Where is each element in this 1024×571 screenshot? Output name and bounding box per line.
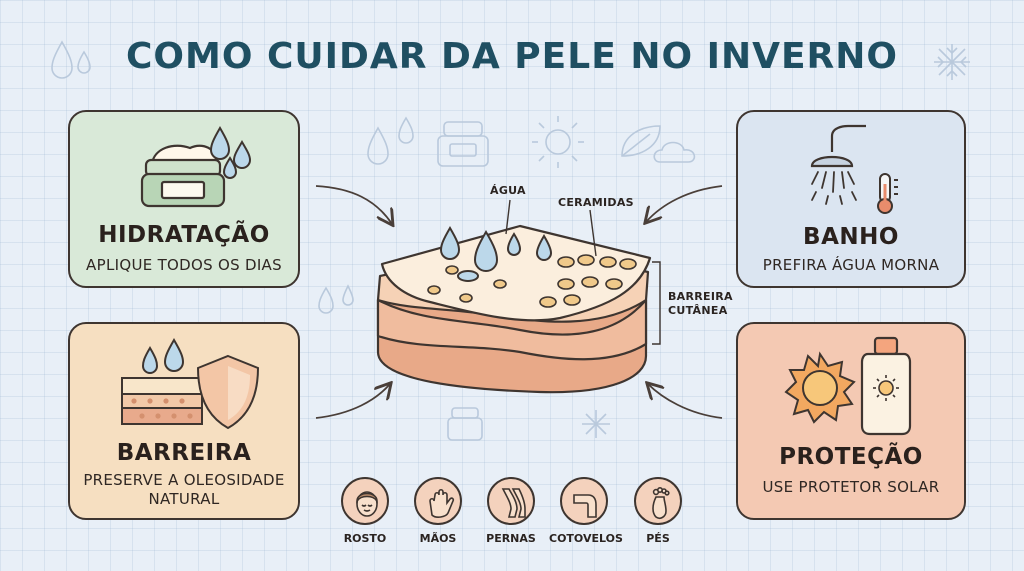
body-label-pernas: PERNAS <box>486 532 536 545</box>
card-title: BANHO <box>803 224 899 250</box>
arrow-hidratacao <box>315 185 392 224</box>
legs-icon <box>501 488 526 518</box>
water-drop-icon <box>141 346 159 374</box>
thermometer-icon <box>877 173 898 214</box>
bg-drop-icon <box>318 286 334 314</box>
card-subtitle-line1: PRESERVE A OLEOSIDADE <box>83 471 285 489</box>
water-drop-icon <box>232 140 252 169</box>
hand-icon <box>429 488 455 518</box>
cream-jar-icon <box>140 126 252 208</box>
card-barreira: BARREIRA PRESERVE A OLEOSIDADE NATURAL <box>68 322 300 520</box>
label-agua: ÁGUA <box>490 184 526 197</box>
card-title: PROTEÇÃO <box>779 444 923 470</box>
card-banho: BANHO PREFIRA ÁGUA MORNA <box>736 110 966 288</box>
card-subtitle: PREFIRA ÁGUA MORNA <box>762 256 940 274</box>
card-subtitle-line2: NATURAL <box>148 490 220 508</box>
body-label-cotovelos: COTOVELOS <box>549 532 623 545</box>
body-label-maos: MÃOS <box>419 532 457 545</box>
shower-icon <box>810 124 898 214</box>
bg-cloud-icon <box>653 141 696 163</box>
arrow-barreira <box>315 384 390 419</box>
body-part-rosto <box>341 477 389 525</box>
bg-leaf-icon <box>621 125 661 157</box>
bg-drop-icon <box>398 116 414 144</box>
water-drop-icon <box>163 338 185 372</box>
bg-drop-icon <box>77 50 91 74</box>
body-label-pes: PÉS <box>646 532 670 545</box>
face-icon <box>356 491 378 517</box>
water-drop-icon <box>506 232 522 256</box>
body-label-rosto: ROSTO <box>343 532 387 545</box>
label-barreira-line2: CUTÂNEA <box>668 304 728 317</box>
bg-jar-icon <box>437 121 489 167</box>
water-drop-icon <box>222 156 238 179</box>
water-drop-icon <box>209 126 231 160</box>
skin-shield-icon <box>121 338 260 430</box>
body-part-maos <box>414 477 462 525</box>
label-barreira-line1: BARREIRA <box>668 290 733 303</box>
water-drop-icon <box>535 234 553 261</box>
arrow-protecao <box>648 384 723 419</box>
card-title: HIDRATAÇÃO <box>98 222 270 248</box>
sunscreen-bottle-icon <box>860 336 912 436</box>
bg-drop-icon <box>367 126 389 165</box>
page-title: COMO CUIDAR DA PELE NO INVERNO <box>125 36 899 77</box>
bg-snowflake-icon <box>582 410 610 438</box>
card-subtitle: APLIQUE TODOS OS DIAS <box>86 256 282 274</box>
foot-icon <box>652 487 670 519</box>
water-drop-icon <box>473 230 499 272</box>
bg-drop-icon <box>51 40 73 79</box>
body-part-cotovelos <box>560 477 608 525</box>
label-ceramidas: CERAMIDAS <box>558 196 634 209</box>
sun-sunscreen-icon <box>784 336 912 436</box>
bg-jar-icon <box>447 407 483 441</box>
water-drop-icon <box>439 226 461 260</box>
body-part-pes <box>634 477 682 525</box>
sun-icon <box>784 351 856 424</box>
card-title: BARREIRA <box>116 440 252 466</box>
body-part-pernas <box>487 477 535 525</box>
bg-sun-icon <box>532 116 584 168</box>
elbow-icon <box>573 494 597 518</box>
card-protecao: PROTEÇÃO USE PROTETOR SOLAR <box>736 322 966 520</box>
arrow-banho <box>646 185 723 222</box>
card-subtitle: USE PROTETOR SOLAR <box>762 478 940 496</box>
label-barreira-cutanea: BARREIRA CUTÂNEA <box>668 290 738 318</box>
card-hidratacao: HIDRATAÇÃO APLIQUE TODOS OS DIAS <box>68 110 300 288</box>
bg-drop-icon <box>342 284 354 306</box>
bg-snowflake-icon <box>934 44 970 80</box>
